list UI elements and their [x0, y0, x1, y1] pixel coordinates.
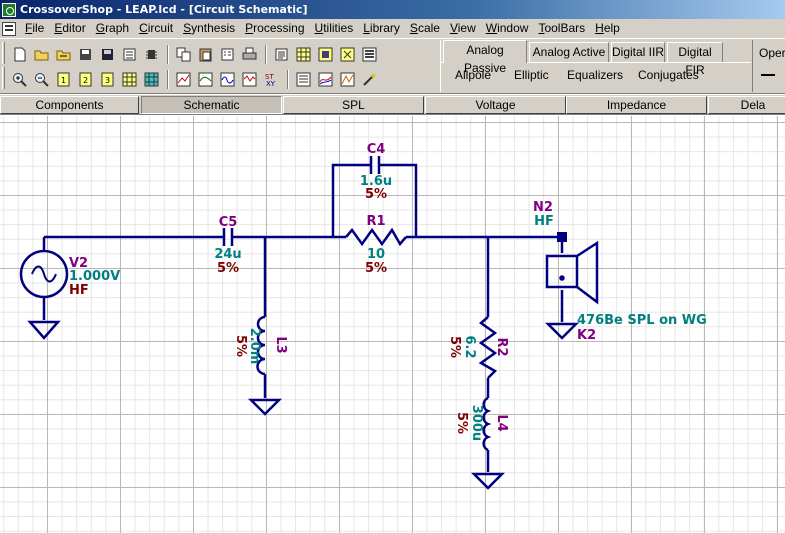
- tab-analog-active[interactable]: Analog Active: [529, 42, 609, 62]
- toolbar-separator: [287, 69, 289, 89]
- toolbar-separator: [167, 69, 169, 89]
- tab-digital-fir[interactable]: Digital FIR: [667, 42, 723, 77]
- inductor-l4-icon[interactable]: [482, 396, 492, 452]
- grid-icon[interactable]: [294, 45, 313, 64]
- save-icon[interactable]: [98, 45, 117, 64]
- ground-icon[interactable]: [470, 472, 506, 490]
- ground-icon[interactable]: [247, 398, 283, 416]
- svg-text:1: 1: [61, 76, 66, 85]
- menu-file[interactable]: File: [25, 21, 45, 35]
- synthesis-tab-panel: Analog Passive Analog Active Digital IIR…: [440, 40, 751, 92]
- capacitor-c4-icon[interactable]: [369, 156, 381, 174]
- toolbar-separator: [265, 44, 267, 64]
- component-list-icon[interactable]: [360, 45, 379, 64]
- zoom-out-icon[interactable]: [32, 70, 51, 89]
- table-icon[interactable]: [120, 70, 139, 89]
- oper-label[interactable]: Oper: [759, 46, 785, 60]
- properties-icon[interactable]: [218, 45, 237, 64]
- node-dot[interactable]: [557, 232, 567, 242]
- resistor-r1-icon[interactable]: [345, 227, 407, 247]
- menu-synthesis[interactable]: Synthesis: [183, 21, 236, 35]
- zoom-in-icon[interactable]: [10, 70, 29, 89]
- svg-text:XY: XY: [266, 80, 276, 87]
- toolbar-grip[interactable]: [2, 42, 5, 64]
- notes-icon[interactable]: [272, 45, 291, 64]
- elliptic-button[interactable]: Elliptic: [514, 68, 549, 82]
- paste-icon[interactable]: [196, 45, 215, 64]
- window-title: CrossoverShop - LEAP.lcd - [Circuit Sche…: [20, 3, 308, 16]
- inductor-l3-icon[interactable]: [256, 315, 266, 376]
- svg-text:3: 3: [105, 76, 110, 85]
- tab-components[interactable]: Components: [0, 96, 139, 114]
- menu-editor[interactable]: Editor: [54, 21, 86, 35]
- document-window-icon[interactable]: [2, 21, 16, 36]
- tab-voltage[interactable]: Voltage: [425, 96, 566, 114]
- menu-library[interactable]: Library: [363, 21, 400, 35]
- tab-spl[interactable]: SPL: [283, 96, 424, 114]
- menu-bar: File Editor Graph Circuit Synthesis Proc…: [0, 19, 785, 38]
- svg-text:ST: ST: [265, 73, 274, 81]
- menu-circuit[interactable]: Circuit: [139, 21, 174, 35]
- ground-icon[interactable]: [27, 320, 61, 340]
- zoom-tool-icon[interactable]: [338, 45, 357, 64]
- resistor-r2-icon[interactable]: [478, 316, 498, 379]
- voltage-source-icon[interactable]: [19, 249, 69, 299]
- magic-icon[interactable]: [360, 70, 379, 89]
- view-grid-icon[interactable]: [294, 70, 313, 89]
- open-recent-icon[interactable]: [54, 45, 73, 64]
- chart-icon[interactable]: [196, 70, 215, 89]
- capacitor-c5-icon[interactable]: [222, 228, 234, 246]
- dash-icon[interactable]: [761, 74, 775, 76]
- allpole-button[interactable]: Allpole: [455, 68, 491, 82]
- library-icon[interactable]: [120, 45, 139, 64]
- menu-toolbars[interactable]: ToolBars: [538, 21, 586, 35]
- equalizers-button[interactable]: Equalizers: [567, 68, 624, 82]
- menu-graph[interactable]: Graph: [95, 21, 130, 35]
- menu-utilities[interactable]: Utilities: [314, 21, 354, 35]
- toolbar-separator: [167, 44, 169, 64]
- chip-icon[interactable]: [142, 45, 161, 64]
- menu-processing[interactable]: Processing: [245, 21, 305, 35]
- tab-schematic[interactable]: Schematic: [141, 96, 282, 114]
- print-icon[interactable]: [240, 45, 259, 64]
- page-2-icon[interactable]: 2: [76, 70, 95, 89]
- zoom-fit-icon[interactable]: [316, 45, 335, 64]
- tab-body: Allpole Elliptic Equalizers Conjugates: [441, 62, 751, 90]
- tab-impedance[interactable]: Impedance: [566, 96, 707, 114]
- tab-delay[interactable]: Dela: [708, 96, 785, 114]
- page-3-icon[interactable]: 3: [98, 70, 117, 89]
- menu-scale[interactable]: Scale: [409, 21, 440, 35]
- spectrum-icon[interactable]: [316, 70, 335, 89]
- title-bar: CrossoverShop - LEAP.lcd - [Circuit Sche…: [0, 0, 785, 19]
- new-file-icon[interactable]: [10, 45, 29, 64]
- app-icon[interactable]: [2, 2, 16, 17]
- cells-icon[interactable]: [142, 70, 161, 89]
- speaker-icon[interactable]: [545, 240, 599, 305]
- ground-icon[interactable]: [544, 322, 580, 340]
- toolbar-grip[interactable]: [2, 67, 5, 89]
- toolbar-row-1: [10, 42, 382, 66]
- save-as-icon[interactable]: [76, 45, 95, 64]
- wave-icon[interactable]: [218, 70, 237, 89]
- schematic-canvas[interactable]: [0, 116, 785, 533]
- menu-help[interactable]: Help: [595, 21, 620, 35]
- graph-icon[interactable]: [174, 70, 193, 89]
- menu-window[interactable]: Window: [485, 21, 529, 35]
- svg-text:2: 2: [83, 76, 88, 85]
- copy-icon[interactable]: [174, 45, 193, 64]
- spectrum2-icon[interactable]: [338, 70, 357, 89]
- tab-digital-iir[interactable]: Digital IIR: [611, 42, 665, 62]
- view-tab-bar: Components Schematic SPL Voltage Impedan…: [0, 95, 785, 115]
- open-folder-icon[interactable]: [32, 45, 51, 64]
- spreadsheet-icon[interactable]: [240, 70, 259, 89]
- conjugates-button[interactable]: Conjugates: [638, 68, 699, 82]
- oper-group: Oper: [752, 40, 785, 92]
- tab-analog-passive[interactable]: Analog Passive: [443, 40, 527, 75]
- page-1-icon[interactable]: 1: [54, 70, 73, 89]
- menu-view[interactable]: View: [449, 21, 476, 35]
